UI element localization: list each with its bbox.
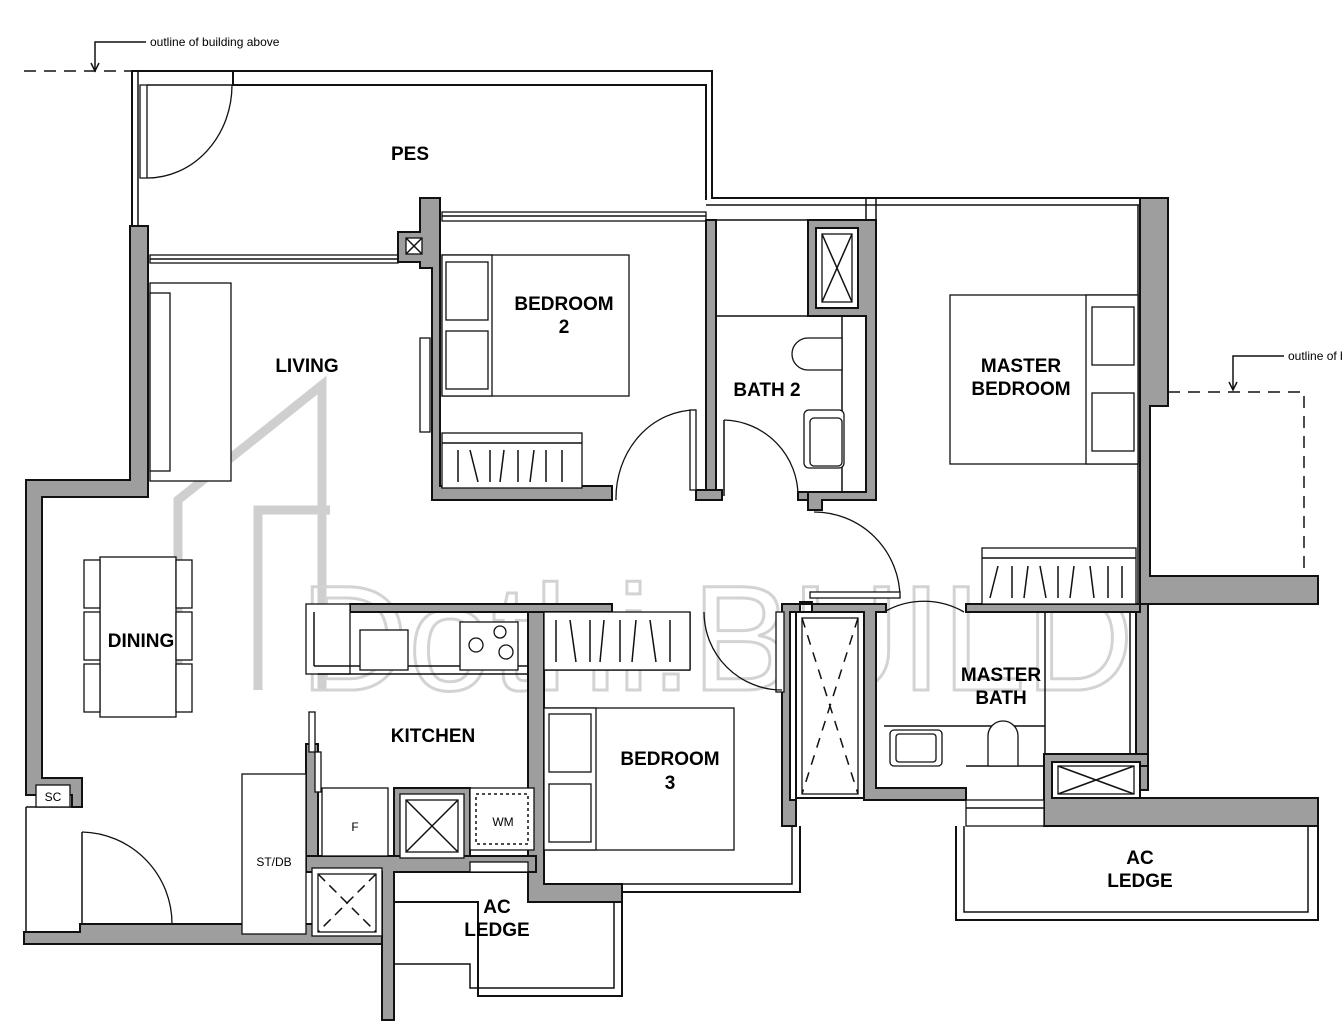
- label-bath2: BATH 2: [733, 380, 800, 401]
- bedroom2-furniture: [419, 254, 630, 489]
- label-master-bedroom-line1: MASTER: [981, 356, 1062, 377]
- label-store: ST/DB: [256, 855, 291, 869]
- label-sc: SC: [45, 790, 62, 804]
- label-ac-ledge-right-line1: AC: [1126, 848, 1154, 869]
- outline-note-left: outline of building above: [150, 35, 280, 49]
- label-master-bath-line2: BATH: [975, 688, 1026, 709]
- kitchen-fixtures: [35, 621, 535, 937]
- label-ac-ledge-bottom-line1: AC: [483, 897, 511, 918]
- building-outline-right: outline of b: [1168, 349, 1342, 575]
- label-pes: PES: [391, 144, 429, 165]
- label-kitchen: KITCHEN: [391, 726, 475, 747]
- bath2-fixtures: [791, 227, 859, 469]
- label-ac-ledge-bottom-line2: LEDGE: [464, 920, 529, 941]
- label-bedroom2-line1: BEDROOM: [514, 294, 613, 315]
- sliding-doors: [149, 211, 707, 264]
- label-ac-ledge-right-line2: LEDGE: [1107, 871, 1172, 892]
- label-bedroom2-line2: 2: [559, 317, 570, 338]
- fixture-labels: SC F WM ST/DB: [45, 790, 514, 869]
- outline-note-right: outline of b: [1288, 349, 1342, 363]
- living-sofa: [149, 282, 232, 482]
- label-washer: WM: [492, 815, 513, 829]
- label-fridge: F: [351, 820, 358, 834]
- doors[interactable]: [81, 409, 965, 925]
- bedroom3-furniture: [543, 611, 785, 851]
- label-dining: DINING: [108, 631, 175, 652]
- master-bath-fixtures: [795, 611, 1141, 799]
- label-master-bedroom-line2: BEDROOM: [971, 379, 1070, 400]
- building-outline-left: outline of building above: [24, 35, 280, 73]
- pes-outline: [131, 70, 1140, 226]
- dining-set: [83, 556, 193, 718]
- interior-lines: [25, 205, 1319, 997]
- room-labels: PES LIVING BEDROOM 2 BATH 2 MASTER BEDRO…: [108, 144, 1173, 941]
- label-bedroom3-line2: 3: [665, 773, 676, 794]
- master-bedroom-furniture: [949, 294, 1139, 605]
- label-master-bath-line1: MASTER: [961, 665, 1042, 686]
- label-bedroom3-line1: BEDROOM: [620, 749, 719, 770]
- label-living: LIVING: [275, 356, 338, 377]
